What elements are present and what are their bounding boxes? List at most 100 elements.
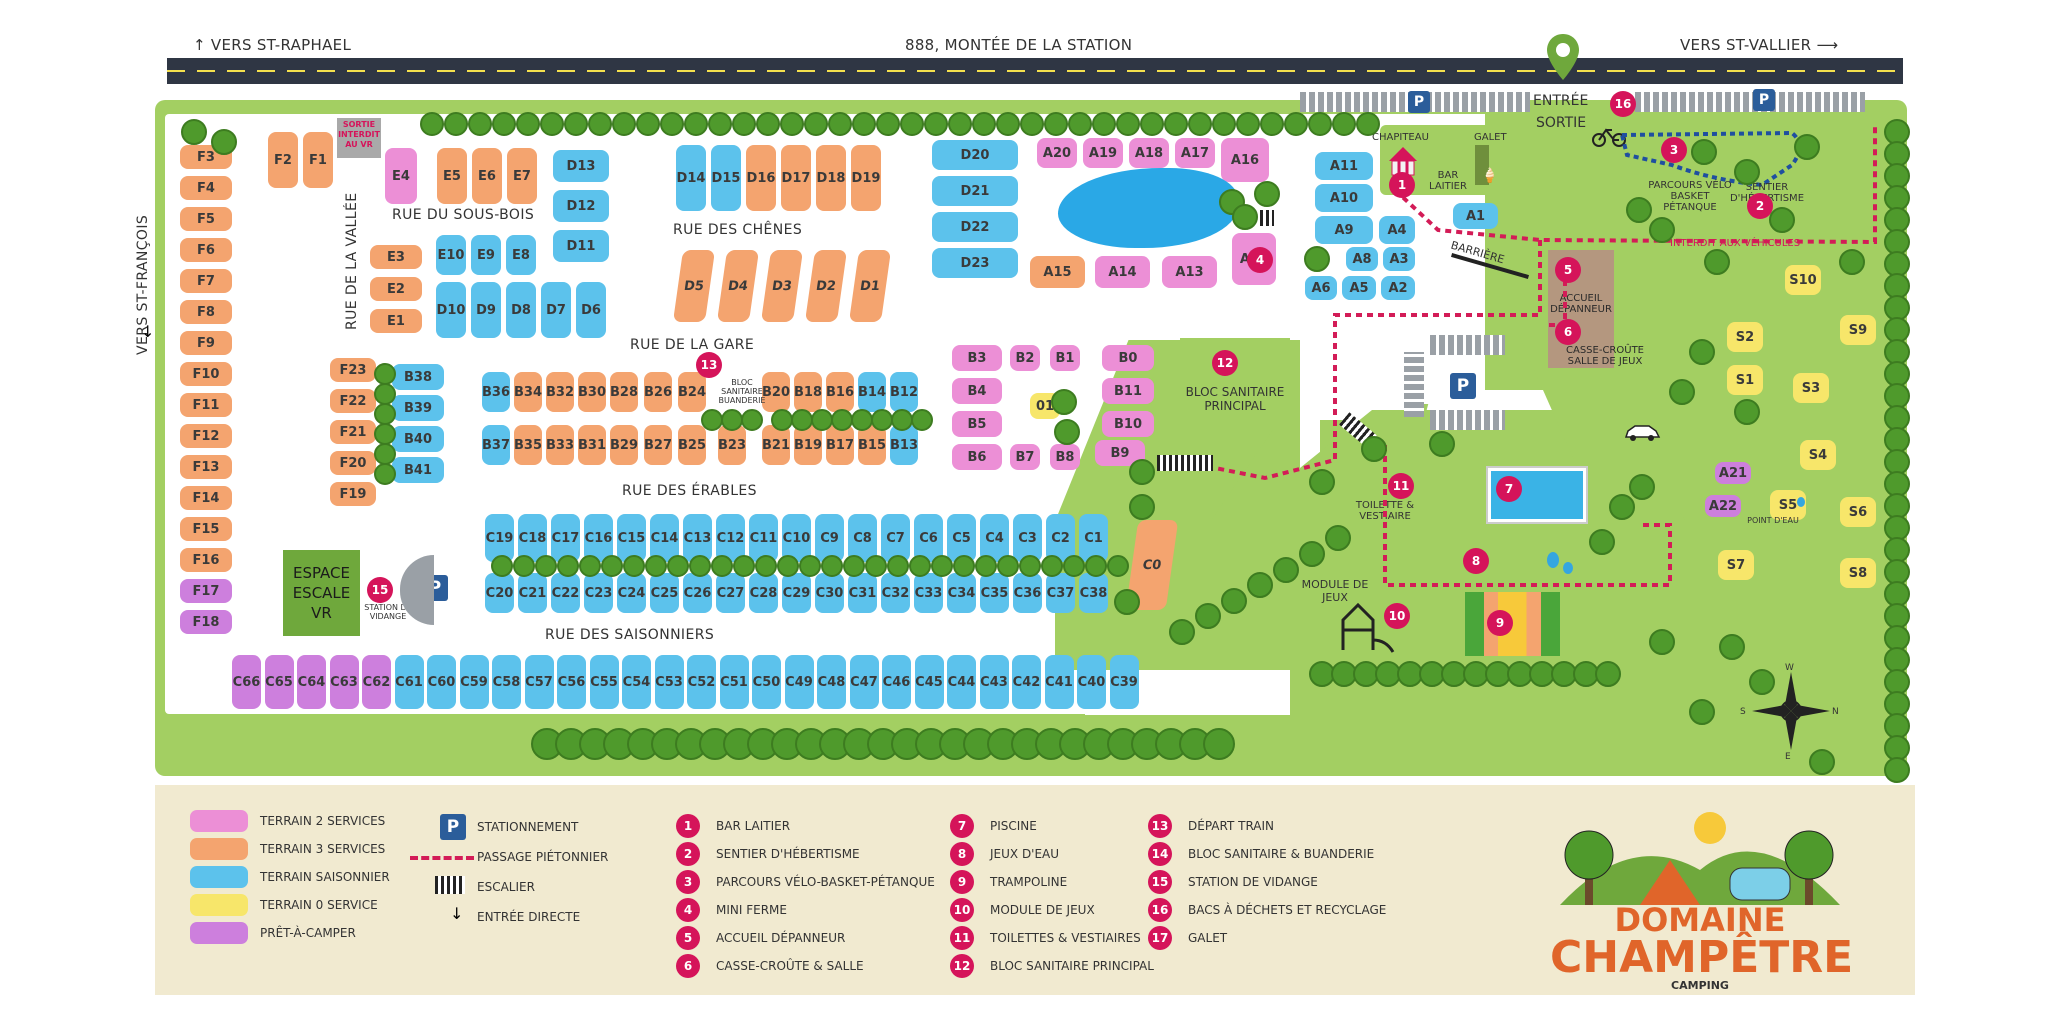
campsite-b32[interactable]: B32 bbox=[546, 372, 574, 412]
campsite-d14[interactable]: D14 bbox=[676, 145, 706, 211]
campsite-a18[interactable]: A18 bbox=[1129, 138, 1169, 168]
campsite-e7[interactable]: E7 bbox=[507, 148, 537, 204]
campsite-c59[interactable]: C59 bbox=[459, 655, 489, 709]
campsite-c19[interactable]: C19 bbox=[485, 514, 514, 562]
campsite-s2[interactable]: S2 bbox=[1727, 322, 1763, 352]
campsite-c31[interactable]: C31 bbox=[848, 573, 877, 613]
campsite-e10[interactable]: E10 bbox=[436, 235, 466, 275]
campsite-c25[interactable]: C25 bbox=[650, 573, 679, 613]
campsite-c7[interactable]: C7 bbox=[881, 514, 910, 562]
campsite-f7[interactable]: F7 bbox=[180, 269, 232, 293]
campsite-f6[interactable]: F6 bbox=[180, 238, 232, 262]
campsite-b3[interactable]: B3 bbox=[952, 345, 1002, 371]
campsite-c57[interactable]: C57 bbox=[524, 655, 554, 709]
campsite-b1[interactable]: B1 bbox=[1050, 345, 1080, 371]
campsite-c55[interactable]: C55 bbox=[589, 655, 619, 709]
campsite-b10[interactable]: B10 bbox=[1102, 411, 1154, 437]
campsite-c6[interactable]: C6 bbox=[914, 514, 943, 562]
campsite-c3[interactable]: C3 bbox=[1013, 514, 1042, 562]
campsite-f13[interactable]: F13 bbox=[180, 455, 232, 479]
campsite-b7[interactable]: B7 bbox=[1010, 444, 1040, 470]
campsite-a10[interactable]: A10 bbox=[1315, 184, 1373, 212]
campsite-c60[interactable]: C60 bbox=[427, 655, 456, 709]
campsite-a8[interactable]: A8 bbox=[1346, 247, 1378, 271]
campsite-c17[interactable]: C17 bbox=[551, 514, 580, 562]
poi-marker-3[interactable]: 3 bbox=[1661, 137, 1687, 163]
campsite-b15[interactable]: B15 bbox=[858, 425, 886, 465]
campsite-c13[interactable]: C13 bbox=[683, 514, 712, 562]
poi-marker-5[interactable]: 5 bbox=[1555, 257, 1581, 283]
campsite-f20[interactable]: F20 bbox=[330, 451, 376, 475]
campsite-c64[interactable]: C64 bbox=[297, 655, 326, 709]
campsite-d21[interactable]: D21 bbox=[932, 176, 1018, 206]
campsite-c21[interactable]: C21 bbox=[518, 573, 547, 613]
campsite-c12[interactable]: C12 bbox=[716, 514, 745, 562]
campsite-c36[interactable]: C36 bbox=[1013, 573, 1042, 613]
campsite-c2[interactable]: C2 bbox=[1046, 514, 1075, 562]
campsite-b5[interactable]: B5 bbox=[952, 411, 1002, 437]
campsite-b21[interactable]: B21 bbox=[762, 425, 790, 465]
campsite-a6[interactable]: A6 bbox=[1305, 276, 1337, 300]
campsite-d17[interactable]: D17 bbox=[781, 145, 811, 211]
campsite-b35[interactable]: B35 bbox=[514, 425, 542, 465]
poi-marker-1[interactable]: 1 bbox=[1389, 172, 1415, 198]
campsite-d9[interactable]: D9 bbox=[471, 282, 501, 338]
campsite-e1[interactable]: E1 bbox=[370, 309, 422, 333]
campsite-b26[interactable]: B26 bbox=[644, 372, 672, 412]
campsite-f18[interactable]: F18 bbox=[180, 610, 232, 634]
campsite-d19[interactable]: D19 bbox=[851, 145, 881, 211]
poi-marker-15[interactable]: 15 bbox=[367, 577, 393, 603]
campsite-e4[interactable]: E4 bbox=[385, 148, 417, 204]
campsite-a19[interactable]: A19 bbox=[1083, 138, 1123, 168]
campsite-b36[interactable]: B36 bbox=[482, 372, 510, 412]
campsite-f9[interactable]: F9 bbox=[180, 331, 232, 355]
campsite-c66[interactable]: C66 bbox=[232, 655, 261, 709]
campsite-c5[interactable]: C5 bbox=[947, 514, 976, 562]
campsite-c22[interactable]: C22 bbox=[551, 573, 580, 613]
campsite-c53[interactable]: C53 bbox=[654, 655, 684, 709]
campsite-c9[interactable]: C9 bbox=[815, 514, 844, 562]
campsite-f11[interactable]: F11 bbox=[180, 393, 232, 417]
campsite-c50[interactable]: C50 bbox=[752, 655, 781, 709]
campsite-b28[interactable]: B28 bbox=[610, 372, 638, 412]
campsite-a11[interactable]: A11 bbox=[1315, 152, 1373, 180]
campsite-a17[interactable]: A17 bbox=[1175, 138, 1215, 168]
campsite-c27[interactable]: C27 bbox=[716, 573, 745, 613]
campsite-e5[interactable]: E5 bbox=[437, 148, 467, 204]
campsite-a9[interactable]: A9 bbox=[1315, 216, 1373, 244]
campsite-a1[interactable]: A1 bbox=[1453, 203, 1498, 229]
campsite-c58[interactable]: C58 bbox=[492, 655, 521, 709]
campsite-a21[interactable]: A21 bbox=[1715, 462, 1751, 484]
poi-marker-4[interactable]: 4 bbox=[1247, 247, 1273, 273]
campsite-d6[interactable]: D6 bbox=[576, 282, 606, 338]
campsite-f23[interactable]: F23 bbox=[330, 358, 376, 382]
campsite-d8[interactable]: D8 bbox=[506, 282, 536, 338]
campsite-c8[interactable]: C8 bbox=[848, 514, 877, 562]
campsite-c10[interactable]: C10 bbox=[782, 514, 811, 562]
campsite-b2[interactable]: B2 bbox=[1010, 345, 1040, 371]
campsite-c48[interactable]: C48 bbox=[817, 655, 846, 709]
campsite-b24[interactable]: B24 bbox=[678, 372, 706, 412]
campsite-b38[interactable]: B38 bbox=[392, 364, 444, 390]
campsite-c56[interactable]: C56 bbox=[557, 655, 586, 709]
poi-marker-13[interactable]: 13 bbox=[696, 352, 722, 378]
campsite-c62[interactable]: C62 bbox=[362, 655, 391, 709]
campsite-s7[interactable]: S7 bbox=[1718, 550, 1754, 580]
campsite-f17[interactable]: F17 bbox=[180, 579, 232, 603]
campsite-f10[interactable]: F10 bbox=[180, 362, 232, 386]
campsite-c24[interactable]: C24 bbox=[617, 573, 646, 613]
campsite-c15[interactable]: C15 bbox=[617, 514, 646, 562]
campsite-e3[interactable]: E3 bbox=[370, 245, 422, 269]
campsite-d18[interactable]: D18 bbox=[816, 145, 846, 211]
campsite-b31[interactable]: B31 bbox=[578, 425, 606, 465]
campsite-d20[interactable]: D20 bbox=[932, 140, 1018, 170]
campsite-c35[interactable]: C35 bbox=[980, 573, 1009, 613]
campsite-b30[interactable]: B30 bbox=[578, 372, 606, 412]
poi-marker-8[interactable]: 8 bbox=[1463, 548, 1489, 574]
campsite-c40[interactable]: C40 bbox=[1077, 655, 1106, 709]
campsite-c20[interactable]: C20 bbox=[485, 573, 514, 613]
campsite-c16[interactable]: C16 bbox=[584, 514, 613, 562]
campsite-f22[interactable]: F22 bbox=[330, 389, 376, 413]
campsite-c30[interactable]: C30 bbox=[815, 573, 844, 613]
campsite-s4[interactable]: S4 bbox=[1800, 440, 1836, 470]
